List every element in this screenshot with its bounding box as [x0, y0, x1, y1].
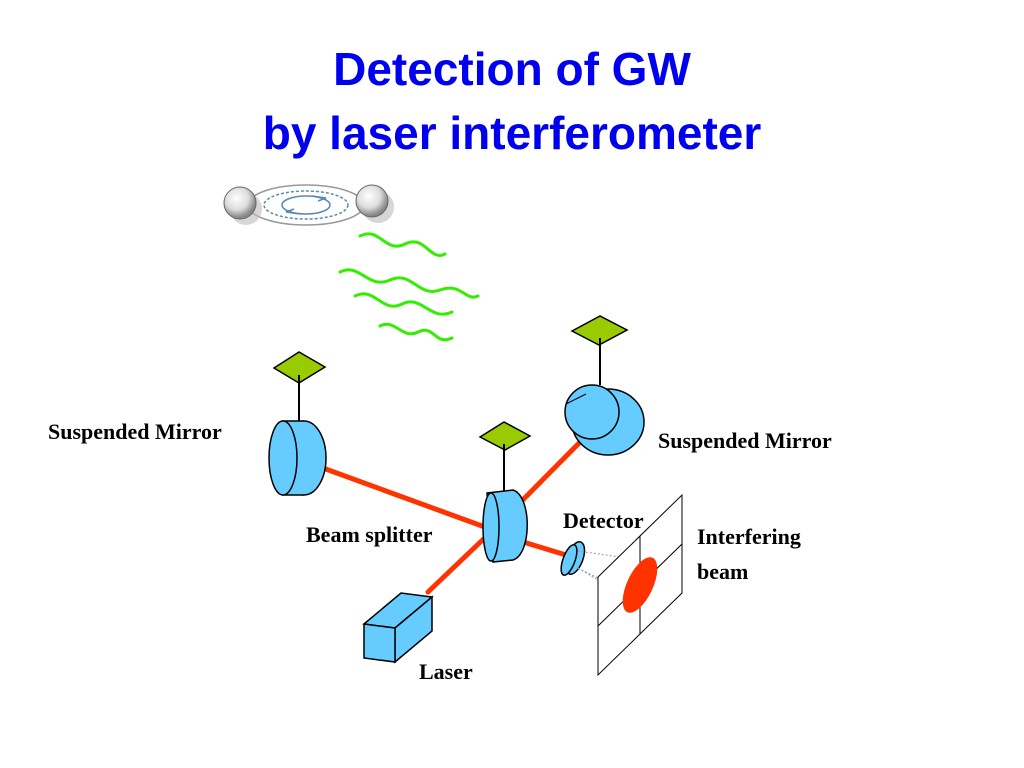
binary-star-system: [223, 184, 394, 226]
right-mirror-face: [564, 384, 620, 440]
gw-wave-1: [358, 232, 447, 257]
laser-beams: [309, 425, 597, 595]
detector-lens: [560, 541, 586, 576]
orbit-middle: [263, 190, 349, 220]
gw-wave-3: [353, 292, 454, 316]
star-right: [355, 184, 389, 218]
right-suspension-plate: [570, 315, 629, 346]
label-suspended-mirror-left: Suspended Mirror: [48, 419, 222, 444]
label-laser: Laser: [419, 659, 473, 684]
label-interfering: Interfering: [697, 524, 801, 549]
label-suspended-mirror-right: Suspended Mirror: [658, 428, 832, 453]
laser-source: [362, 592, 434, 664]
title-line-1: Detection of GW: [333, 43, 691, 95]
star-left: [223, 186, 257, 220]
gravitational-waves: [338, 232, 480, 342]
orbit-inner: [281, 195, 331, 215]
gw-wave-4: [378, 322, 454, 342]
label-beam-splitter: Beam splitter: [306, 522, 433, 547]
title-line-2: by laser interferometer: [262, 107, 762, 159]
orbit-arrow-bottom: [285, 208, 301, 215]
left-mirror-face: [268, 420, 298, 496]
beam-laser-to-splitter: [425, 527, 496, 595]
laser-front: [363, 623, 396, 663]
right-suspended-mirror: [564, 315, 645, 456]
interference-spot: [622, 557, 658, 613]
detector-lens-face: [560, 544, 578, 576]
interference-screen: [597, 493, 683, 677]
left-suspension-plate: [272, 351, 327, 384]
label-beam: beam: [697, 559, 749, 584]
beam-splitter-to-left-mirror: [309, 461, 496, 533]
beam-splitter: [478, 421, 532, 563]
left-suspended-mirror: [268, 351, 327, 496]
splitter-suspension-plate: [478, 421, 532, 451]
gw-wave-2: [338, 268, 480, 299]
label-detector: Detector: [563, 508, 644, 533]
splitter-face: [482, 492, 500, 562]
orbit-arrow-top: [311, 195, 327, 202]
